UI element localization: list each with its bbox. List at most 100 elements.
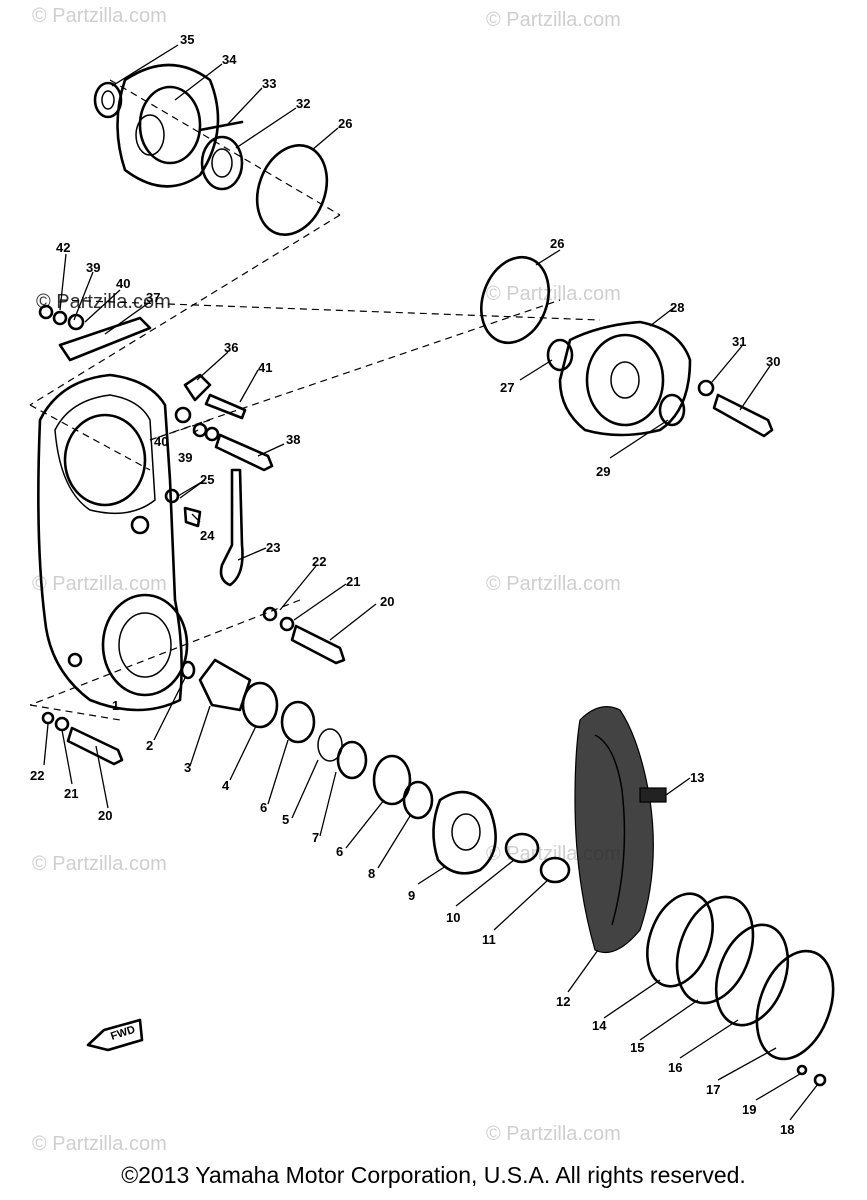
lower-bolts <box>41 606 346 766</box>
callout-34: 34 <box>222 52 237 67</box>
part-18-screw <box>813 1073 827 1087</box>
part-6-washer <box>336 740 368 780</box>
part-16-plate <box>714 923 790 1027</box>
part-6-bearing <box>372 754 412 806</box>
part-10-washer <box>504 832 540 864</box>
upper-cover-assembly <box>93 63 329 236</box>
callout-14: 14 <box>592 1018 607 1033</box>
part-15-plate <box>675 895 755 1005</box>
callout-2: 2 <box>146 738 153 753</box>
callout-10: 10 <box>446 910 460 925</box>
callout-39b: 39 <box>178 450 192 465</box>
callout-32: 32 <box>296 96 310 111</box>
watermark: © Partzilla.com <box>32 5 167 27</box>
callout-19: 19 <box>742 1102 756 1117</box>
part-5-bearing <box>280 700 316 744</box>
watermark: © Partzilla.com <box>486 573 621 595</box>
callout-40: 40 <box>116 276 130 291</box>
part-23-lever <box>219 468 244 587</box>
part-4-bearing <box>241 681 279 729</box>
callout-3: 3 <box>184 760 191 775</box>
leader-lines <box>43 44 819 1121</box>
callout-20: 20 <box>380 594 394 609</box>
part-26-oring-right <box>480 255 550 345</box>
part-2-ring <box>180 660 196 680</box>
part-37-plate <box>58 316 152 362</box>
callout-11: 11 <box>482 932 496 947</box>
callout-24: 24 <box>200 528 215 543</box>
part-33-pin <box>198 120 244 132</box>
watermark: © Partzilla.com <box>32 1133 167 1155</box>
callout-7: 7 <box>312 830 319 845</box>
part-17-cover <box>755 949 835 1061</box>
callout-1: 1 <box>112 698 119 713</box>
part-39-washer <box>204 426 220 442</box>
callout-30: 30 <box>766 354 780 369</box>
callout-33: 33 <box>262 76 276 91</box>
callout-labels: 35 34 33 32 26 42 39 40 37 36 41 38 40 3… <box>30 32 794 1137</box>
part-24-screw <box>183 506 202 528</box>
part-14-gasket <box>646 892 714 988</box>
part-19-washer <box>796 1064 808 1076</box>
part-41-bolt <box>204 393 247 420</box>
callout-22b: 22 <box>30 768 44 783</box>
callout-22: 22 <box>312 554 326 569</box>
assembly-guide-lines <box>29 79 601 721</box>
middle-bolts <box>174 373 274 472</box>
part-7-clip <box>317 728 343 762</box>
part-13-link <box>639 787 667 803</box>
callout-26b: 26 <box>550 236 564 251</box>
part-30-bolt <box>712 393 774 438</box>
callout-36: 36 <box>224 340 238 355</box>
callout-5: 5 <box>282 812 289 827</box>
part-28-housing <box>558 320 692 437</box>
callout-40b: 40 <box>154 434 168 449</box>
callout-17: 17 <box>706 1082 720 1097</box>
callout-4: 4 <box>222 778 230 793</box>
callout-6: 6 <box>260 800 267 815</box>
callout-42: 42 <box>56 240 70 255</box>
part-34-cover <box>116 63 220 188</box>
callout-15: 15 <box>630 1040 644 1055</box>
callout-21b: 21 <box>64 786 78 801</box>
part-29-seal <box>658 393 686 427</box>
shaft-stack <box>180 658 571 884</box>
watermark: © Partzilla.com <box>32 573 167 595</box>
callout-28: 28 <box>670 300 684 315</box>
callout-23: 23 <box>266 540 280 555</box>
callout-12: 12 <box>556 994 570 1009</box>
watermark: © Partzilla.com <box>486 1123 621 1145</box>
part-31-washer <box>697 379 715 397</box>
watermark: © Partzilla.com <box>32 853 167 875</box>
callout-13: 13 <box>690 770 704 785</box>
watermark: © Partzilla.com <box>486 9 621 31</box>
clutch-stack <box>646 892 835 1087</box>
part-40-washer <box>192 422 208 438</box>
callout-27: 27 <box>500 380 514 395</box>
callout-20b: 20 <box>98 808 112 823</box>
part-36-bracket <box>183 373 212 402</box>
part-32-bearing <box>200 135 244 191</box>
callout-25: 25 <box>200 472 214 487</box>
part-26-oring <box>255 144 329 236</box>
fwd-arrow: FWD <box>86 1018 144 1052</box>
callout-9: 9 <box>408 888 415 903</box>
left-fastener-group <box>38 304 152 362</box>
watermark: © Partzilla.com <box>486 283 621 305</box>
part-38-bolt <box>214 433 274 472</box>
watermark: © Partzilla.com <box>36 291 171 313</box>
callout-6b: 6 <box>336 844 343 859</box>
main-case <box>37 373 189 712</box>
callout-35: 35 <box>180 32 194 47</box>
chain <box>574 706 667 954</box>
callout-29: 29 <box>596 464 610 479</box>
callout-18: 18 <box>780 1122 794 1137</box>
part-9-sprocket <box>432 790 497 875</box>
callout-31: 31 <box>732 334 746 349</box>
callout-26: 26 <box>338 116 352 131</box>
part-1-case <box>37 373 183 712</box>
part-27-seal <box>546 338 574 372</box>
right-housing <box>480 255 774 438</box>
callout-37: 37 <box>146 290 160 305</box>
